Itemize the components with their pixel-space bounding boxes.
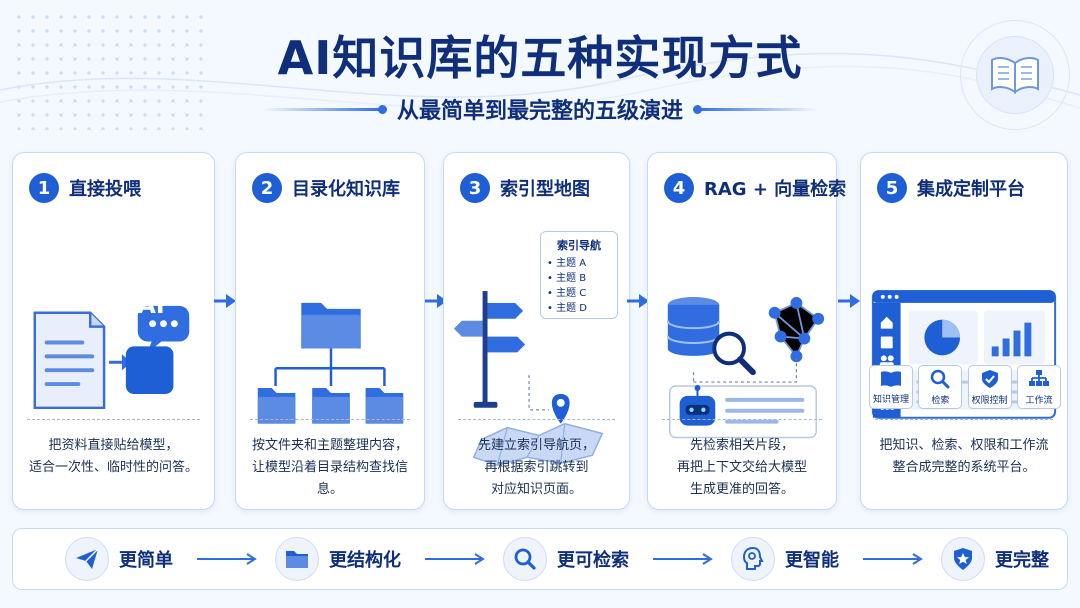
index-item: • 主题 B <box>547 273 587 284</box>
card-description: 先建立索引导航页， 再根据索引跳转到 对应知识页面。 <box>452 435 621 501</box>
index-item: • 主题 D <box>547 303 587 314</box>
module-row: 知识管理 检索 权限控制 工作流 <box>869 365 1061 409</box>
description-line: 整合成完整的系统平台。 <box>892 460 1036 475</box>
decorative-dots <box>12 10 212 130</box>
description-line: 让模型沿着目录结构查找信息。 <box>251 460 408 497</box>
page-subtitle: 从最简单到最完整的五级演进 <box>396 99 683 124</box>
progression-bar: 更简单 更结构化 更可检索 更智能 更完整 <box>12 528 1068 590</box>
card-description: 先检索相关片段， 再把上下文交给大模型 生成更准的回答。 <box>656 435 828 501</box>
progression-smarter: 更智能 <box>731 537 839 581</box>
description-line: 生成更准的回答。 <box>689 482 794 497</box>
card-divider <box>27 419 200 420</box>
long-arrow-icon <box>653 553 713 565</box>
database-search-graph-icon <box>666 296 825 439</box>
search-icon <box>514 548 536 570</box>
module-knowledge-management: 知识管理 <box>869 365 913 409</box>
progression-label: 更简单 <box>119 550 173 571</box>
progression-label: 更结构化 <box>329 550 401 571</box>
book-badge <box>960 20 1070 130</box>
description-line: 按文件夹和主题整理内容， <box>251 438 408 453</box>
index-panel-title: 索引导航 <box>557 239 601 252</box>
card-title: 直接投喂 <box>69 179 141 200</box>
description-line: 再把上下文交给大模型 <box>676 460 807 475</box>
card-index-map: 3 索引型地图 索引导航 • 主题 A • 主题 B • 主题 C • 主题 D… <box>443 152 630 510</box>
card-title: RAG + 向量检索 <box>704 179 847 200</box>
index-navigation-panel: 索引导航 • 主题 A • 主题 B • 主题 C • 主题 D <box>540 231 618 319</box>
progression-more-searchable: 更可检索 <box>503 537 629 581</box>
shield-icon <box>981 370 998 388</box>
card-title: 目录化知识库 <box>292 179 400 200</box>
long-arrow-icon <box>425 553 485 565</box>
card-divider <box>662 419 822 420</box>
signpost-map-icon <box>453 291 604 466</box>
module-label: 知识管理 <box>872 395 909 405</box>
open-book-icon <box>991 57 1039 94</box>
progression-label: 更可检索 <box>557 550 629 571</box>
folder-tree-icon <box>257 302 404 424</box>
progression-simpler: 更简单 <box>65 537 173 581</box>
description-line: 把知识、检索、权限和工作流 <box>879 438 1049 453</box>
ai-chip-label: AI <box>137 291 165 319</box>
description-line: 先建立索引导航页， <box>477 438 595 453</box>
search-icon <box>931 369 950 389</box>
card-directory-knowledge-base: 2 目录化知识库 按文件夹和主题整理内容， 让模型沿着目录结构查找信息。 <box>235 152 425 510</box>
workflow-icon <box>1028 370 1049 386</box>
module-label: 权限控制 <box>971 396 1008 406</box>
module-label: 工作流 <box>1025 396 1053 406</box>
module-search: 检索 <box>918 365 963 409</box>
card-integrated-platform: 5 集成定制平台 知识管理 检索 <box>860 152 1068 510</box>
description-line: 先检索相关片段， <box>689 438 794 453</box>
subtitle-divider-right <box>693 104 817 114</box>
step-number: 4 <box>664 173 694 203</box>
module-workflow: 工作流 <box>1016 365 1061 409</box>
module-label: 检索 <box>931 396 950 406</box>
progression-more-structured: 更结构化 <box>275 537 401 581</box>
card-description: 把资料直接贴给模型， 适合一次性、临时性的问答。 <box>21 435 206 479</box>
page-title: AI知识库的五种实现方式 <box>277 31 803 85</box>
book-icon <box>881 371 901 387</box>
subtitle-row: 从最简单到最完整的五级演进 <box>0 94 1080 124</box>
paper-plane-icon <box>76 548 99 569</box>
description-line: 把资料直接贴给模型， <box>48 438 179 453</box>
folder-icon <box>286 551 308 568</box>
progression-more-complete: 更完整 <box>941 537 1049 581</box>
description-line: 再根据索引跳转到 <box>484 460 589 475</box>
brain-head-icon <box>742 547 764 570</box>
index-item: • 主题 A <box>547 258 587 269</box>
card-description: 把知识、检索、权限和工作流 整合成完整的系统平台。 <box>869 435 1059 479</box>
long-arrow-icon <box>863 553 923 565</box>
card-direct-feed: 1 直接投喂 AI 把资料直接贴给模型， 适合一次性、临时性的问答。 <box>12 152 215 510</box>
step-arrow-icon <box>214 294 236 308</box>
card-title: 索引型地图 <box>500 179 590 200</box>
step-arrow-icon <box>838 294 860 308</box>
progression-label: 更完整 <box>995 550 1049 571</box>
shield-star-icon <box>954 548 972 570</box>
step-number: 5 <box>877 173 907 203</box>
card-divider <box>875 419 1053 420</box>
card-description: 按文件夹和主题整理内容， 让模型沿着目录结构查找信息。 <box>244 435 416 501</box>
progression-label: 更智能 <box>785 550 839 571</box>
module-permission-control: 权限控制 <box>967 365 1012 409</box>
description-line: 适合一次性、临时性的问答。 <box>28 460 198 475</box>
step-number: 3 <box>460 173 490 203</box>
step-arrow-icon <box>425 294 447 308</box>
step-number: 2 <box>252 173 282 203</box>
subtitle-divider-left <box>262 104 387 114</box>
index-item: • 主题 C <box>547 288 587 299</box>
card-divider <box>250 419 410 420</box>
long-arrow-icon <box>197 553 257 565</box>
decorative-wave <box>0 52 1080 109</box>
step-arrow-icon <box>627 294 649 308</box>
card-rag-vector-search: 4 RAG + 向量检索 先检索相关片段， 再把上下文交给大模型 生成更准的回答… <box>647 152 846 510</box>
card-title: 集成定制平台 <box>917 179 1025 200</box>
description-line: 对应知识页面。 <box>490 482 582 497</box>
step-number: 1 <box>29 173 59 203</box>
document-to-ai-chat-icon <box>33 305 190 410</box>
card-divider <box>458 419 615 420</box>
